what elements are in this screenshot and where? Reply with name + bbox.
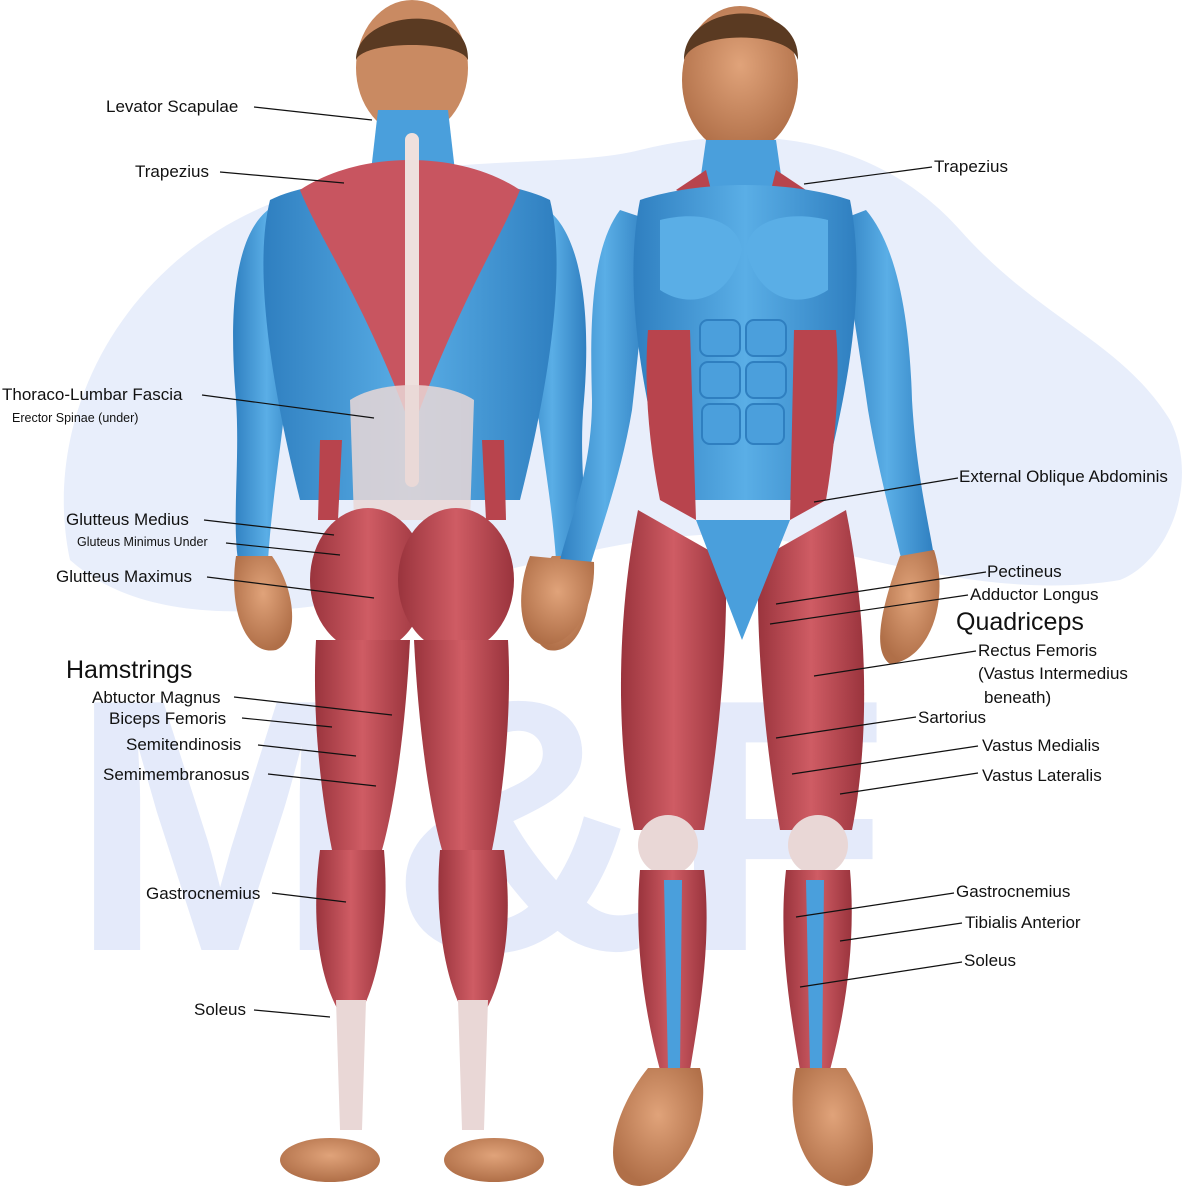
back-left-calf bbox=[316, 850, 386, 1010]
front-right-hand bbox=[880, 550, 940, 664]
label-pectineus: Pectineus bbox=[987, 562, 1062, 581]
label-soleus-front: Soleus bbox=[964, 951, 1016, 970]
leader-glutteus-maximus bbox=[206, 576, 375, 599]
back-left-glute bbox=[310, 508, 426, 652]
front-head bbox=[682, 6, 798, 154]
label-external-oblique: External Oblique Abdominis bbox=[959, 467, 1168, 486]
front-left-hand bbox=[521, 556, 595, 645]
leader-abtuctor-magnus bbox=[233, 696, 393, 716]
label-hamstrings-heading: Hamstrings bbox=[66, 656, 193, 684]
label-semimembranosus: Semimembranosus bbox=[103, 765, 250, 784]
label-gastrocnemius-front: Gastrocnemius bbox=[956, 882, 1071, 901]
leader-external-oblique bbox=[813, 477, 959, 503]
leader-soleus-front bbox=[799, 961, 963, 988]
leader-biceps-femoris bbox=[241, 717, 333, 728]
label-quadriceps-heading: Quadriceps bbox=[956, 608, 1084, 636]
label-vastus-intermedius-line1: (Vastus Intermedius bbox=[978, 664, 1128, 683]
label-adductor-longus: Adductor Longus bbox=[970, 585, 1099, 604]
leader-gastrocnemius-front bbox=[795, 892, 955, 918]
back-right-calf bbox=[438, 850, 508, 1010]
back-right-foot bbox=[444, 1138, 544, 1182]
leader-rectus-femoris bbox=[813, 650, 977, 677]
label-tibialis-anterior: Tibialis Anterior bbox=[965, 913, 1081, 932]
label-thoraco-lumbar-fascia: Thoraco-Lumbar Fascia bbox=[2, 385, 183, 404]
leader-lines bbox=[201, 106, 987, 1018]
leader-vastus-medialis bbox=[791, 745, 979, 775]
back-left-foot bbox=[280, 1138, 380, 1182]
label-soleus-back: Soleus bbox=[194, 1000, 246, 1019]
leader-sartorius bbox=[775, 716, 917, 739]
leader-tibialis-anterior bbox=[839, 922, 963, 942]
leader-gastrocnemius-back bbox=[271, 892, 347, 903]
leader-semimembranosus bbox=[267, 773, 377, 787]
label-rectus-femoris: Rectus Femoris bbox=[978, 641, 1098, 660]
leader-trapezius-back bbox=[219, 171, 345, 184]
leader-levator-scapulae bbox=[253, 106, 373, 121]
front-right-thigh bbox=[757, 510, 865, 830]
label-sartorius: Sartorius bbox=[918, 708, 987, 727]
front-left-oblique bbox=[646, 330, 696, 520]
label-gastrocnemius-back: Gastrocnemius bbox=[146, 884, 261, 903]
back-right-glute bbox=[398, 508, 514, 652]
leader-gluteus-minimus bbox=[225, 542, 341, 556]
front-right-arm bbox=[840, 210, 934, 562]
back-left-thigh bbox=[314, 640, 410, 850]
front-left-foot bbox=[613, 1068, 704, 1186]
leader-trapezius-front bbox=[803, 166, 933, 185]
front-left-arm bbox=[560, 210, 650, 566]
leader-soleus-back bbox=[253, 1009, 331, 1018]
label-glutteus-medius: Glutteus Medius bbox=[66, 510, 189, 529]
back-fascia bbox=[350, 385, 474, 520]
front-hair bbox=[684, 13, 799, 60]
label-glutteus-maximus: Glutteus Maximus bbox=[56, 567, 193, 586]
posterior-figure bbox=[233, 0, 590, 1182]
back-left-hand bbox=[234, 556, 293, 651]
label-trapezius-back: Trapezius bbox=[135, 162, 210, 181]
label-vastus-lateralis: Vastus Lateralis bbox=[982, 766, 1102, 785]
label-semitendinosis: Semitendinosis bbox=[126, 735, 242, 754]
front-right-foot bbox=[792, 1068, 874, 1186]
label-vastus-medialis: Vastus Medialis bbox=[982, 736, 1100, 755]
front-right-oblique bbox=[790, 330, 838, 520]
label-erector-spinae: Erector Spinae (under) bbox=[12, 411, 139, 425]
leader-glutteus-medius bbox=[203, 519, 335, 536]
anterior-figure bbox=[521, 6, 940, 1186]
leader-pectineus bbox=[775, 571, 987, 605]
leader-thoraco-lumbar-fascia bbox=[201, 394, 375, 419]
back-hair bbox=[356, 18, 469, 60]
front-left-thigh bbox=[620, 510, 727, 830]
leader-vastus-lateralis bbox=[839, 772, 979, 795]
label-levator-scapulae: Levator Scapulae bbox=[106, 97, 239, 116]
leader-semitendinosis bbox=[257, 744, 357, 757]
label-biceps-femoris: Biceps Femoris bbox=[109, 709, 227, 728]
front-abs bbox=[699, 319, 787, 445]
label-vastus-intermedius-line2: beneath) bbox=[984, 688, 1052, 707]
label-gluteus-minimus: Gluteus Minimus Under bbox=[77, 535, 208, 549]
label-trapezius-front: Trapezius bbox=[934, 157, 1009, 176]
leader-adductor-longus bbox=[769, 594, 969, 625]
back-right-thigh bbox=[414, 640, 510, 850]
label-abtuctor-magnus: Abtuctor Magnus bbox=[92, 688, 221, 707]
